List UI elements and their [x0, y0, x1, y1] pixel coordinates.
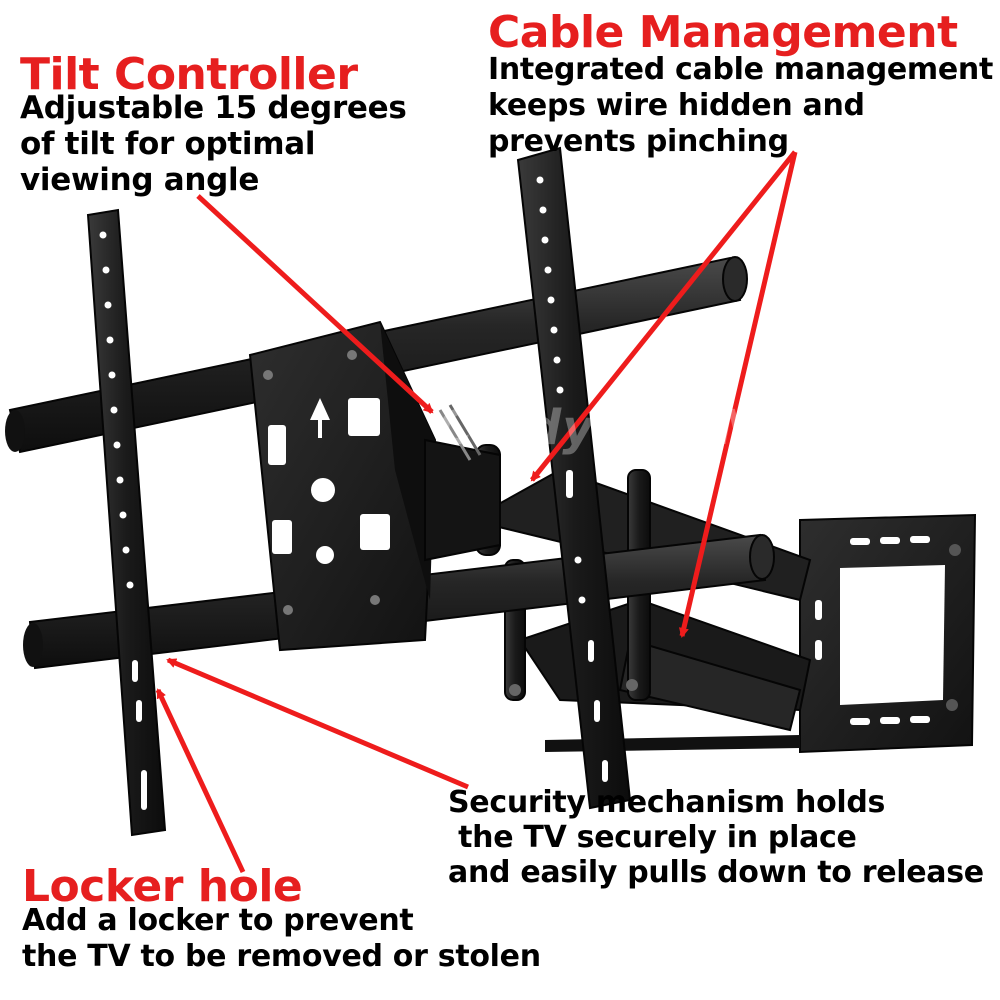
tilt-desc-line: viewing angle — [20, 162, 260, 198]
cable-arrow-1 — [530, 150, 797, 482]
locker-hole-title: Locker hole — [22, 861, 303, 912]
tilt-desc-line: Adjustable 15 degrees — [20, 90, 407, 126]
cable-desc-line: prevents pinching — [488, 124, 789, 159]
locker-desc-line: Add a locker to prevent — [22, 903, 414, 938]
tilt-arrow — [196, 194, 434, 414]
locker-arrow — [155, 688, 246, 874]
security-desc-line: the TV securely in place — [448, 820, 857, 855]
locker-desc-line: the TV to be removed or stolen — [22, 939, 541, 974]
security-mechanism-description: Security mechanism holds the TV securely… — [448, 785, 984, 890]
callout-arrows — [155, 150, 798, 874]
cable-desc-line: Integrated cable management — [488, 52, 994, 87]
left-vertical-rail — [86, 208, 167, 837]
right-vertical-rail — [516, 146, 632, 810]
locker-hole-description: Add a locker to prevent the TV to be rem… — [22, 903, 541, 975]
cable-management-title: Cable Management — [488, 7, 958, 58]
wall-plate — [799, 513, 977, 754]
security-arrow — [166, 657, 469, 790]
center-bracket — [248, 320, 501, 652]
watermark-text: Cindy GiftMart — [438, 400, 847, 456]
security-desc-line: and easily pulls down to release — [448, 855, 984, 890]
tilt-desc-line: of tilt for optimal — [20, 126, 316, 162]
cable-management-description: Integrated cable management keeps wire h… — [488, 52, 993, 160]
cable-desc-line: keeps wire hidden and — [488, 88, 865, 123]
tilt-controller-title: Tilt Controller — [20, 49, 358, 100]
security-desc-line: Security mechanism holds — [448, 785, 886, 820]
cable-arrow-2 — [678, 151, 798, 638]
tilt-controller-description: Adjustable 15 degrees of tilt for optima… — [20, 90, 407, 198]
